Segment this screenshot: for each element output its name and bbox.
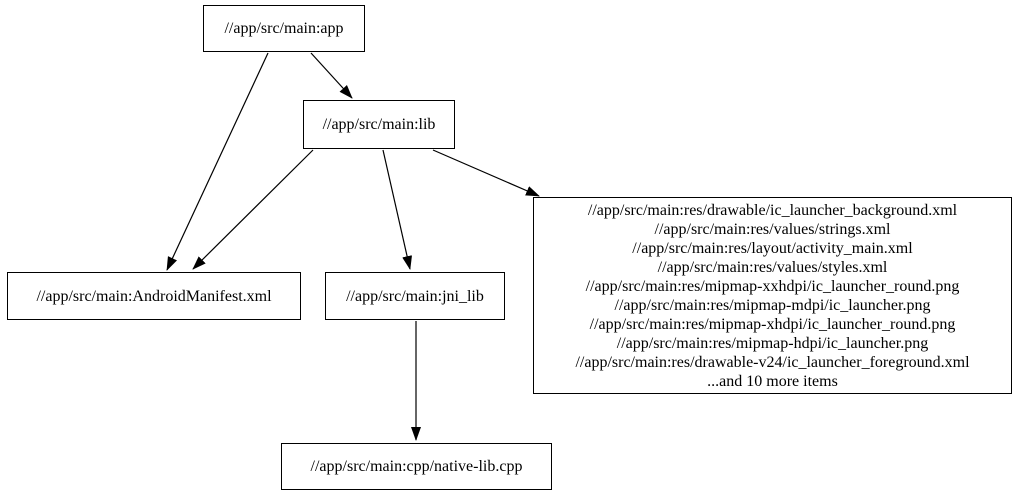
res-more-items-line: ...and 10 more items	[707, 372, 838, 390]
res-line: //app/src/main:res/drawable-v24/ic_launc…	[575, 353, 970, 371]
node-lib: //app/src/main:lib	[303, 100, 455, 149]
node-lib-label: //app/src/main:lib	[322, 116, 436, 133]
node-android-manifest-label: //app/src/main:AndroidManifest.xml	[36, 287, 272, 305]
node-native-lib-cpp: //app/src/main:cpp/native-lib.cpp	[281, 443, 552, 490]
edge-app-to-lib	[310, 52, 353, 99]
node-native-lib-cpp-label: //app/src/main:cpp/native-lib.cpp	[310, 458, 523, 475]
res-line: //app/src/main:res/mipmap-xxhdpi/ic_laun…	[585, 277, 960, 295]
edge-lib-to-manifest	[192, 149, 314, 270]
res-line: //app/src/main:res/values/styles.xml	[657, 258, 888, 276]
node-app-label: //app/src/main:app	[224, 20, 344, 37]
res-line: //app/src/main:res/mipmap-hdpi/ic_launch…	[616, 334, 929, 352]
res-line: //app/src/main:res/drawable/ic_launcher_…	[587, 201, 958, 219]
node-app: //app/src/main:app	[203, 5, 365, 52]
edge-lib-to-jni-lib	[382, 149, 412, 270]
edge-app-to-manifest	[166, 52, 269, 271]
node-jni-lib: //app/src/main:jni_lib	[325, 272, 505, 320]
res-line: //app/src/main:res/mipmap-xhdpi/ic_launc…	[589, 315, 956, 333]
node-jni-lib-label: //app/src/main:jni_lib	[346, 287, 484, 305]
res-line: //app/src/main:res/mipmap-mdpi/ic_launch…	[614, 296, 931, 314]
res-line: //app/src/main:res/layout/activity_main.…	[632, 239, 913, 257]
res-line: //app/src/main:res/values/strings.xml	[654, 220, 891, 238]
node-android-manifest: //app/src/main:AndroidManifest.xml	[7, 272, 301, 320]
edge-lib-to-res-group	[432, 149, 540, 197]
node-res-group: //app/src/main:res/drawable/ic_launcher_…	[533, 197, 1012, 394]
